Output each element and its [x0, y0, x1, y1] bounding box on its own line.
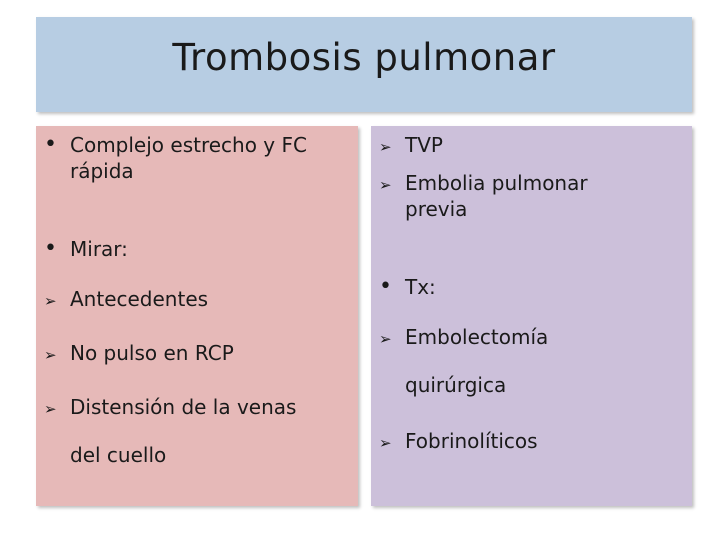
- item-text: Embolia pulmonar: [405, 171, 588, 195]
- arrow-bullet-icon: ➢: [44, 292, 57, 310]
- list-item: ➢ Distensión de la venas del cuello: [44, 394, 354, 468]
- item-text-cont: del cuello: [70, 443, 167, 467]
- bullet-icon: •: [44, 132, 57, 157]
- arrow-bullet-icon: ➢: [379, 138, 392, 156]
- list-item: • Tx:: [379, 274, 436, 300]
- item-text: No pulso en RCP: [70, 341, 234, 365]
- bullet-icon: •: [44, 236, 57, 261]
- title-box: Trombosis pulmonar: [36, 17, 692, 112]
- list-item: ➢ Embolia pulmonar previa: [379, 170, 684, 222]
- arrow-bullet-icon: ➢: [44, 400, 57, 418]
- list-item: ➢ Embolectomía quirúrgica: [379, 324, 684, 398]
- left-panel: • Complejo estrecho y FC rápida • Mirar:…: [36, 126, 358, 506]
- arrow-bullet-icon: ➢: [379, 330, 392, 348]
- item-text: Distensión de la venas: [70, 395, 297, 419]
- item-text: Antecedentes: [70, 287, 209, 311]
- item-text: Embolectomía: [405, 325, 549, 349]
- arrow-bullet-icon: ➢: [379, 176, 392, 194]
- item-text: Tx:: [405, 275, 436, 299]
- item-text-cont: rápida: [70, 159, 134, 183]
- arrow-bullet-icon: ➢: [379, 434, 392, 452]
- right-panel: ➢ TVP ➢ Embolia pulmonar previa • Tx: ➢ …: [371, 126, 692, 506]
- slide-title: Trombosis pulmonar: [172, 36, 556, 79]
- arrow-bullet-icon: ➢: [44, 346, 57, 364]
- item-text: Mirar:: [70, 237, 128, 261]
- item-text: TVP: [405, 133, 443, 157]
- list-item: • Complejo estrecho y FC rápida: [44, 132, 354, 184]
- list-item: ➢ No pulso en RCP: [44, 340, 234, 366]
- list-item: • Mirar:: [44, 236, 128, 262]
- list-item: ➢ TVP: [379, 132, 443, 158]
- item-text: Fobrinolíticos: [405, 429, 538, 453]
- item-text: Complejo estrecho y FC: [70, 133, 307, 157]
- item-text-cont: quirúrgica: [405, 373, 507, 397]
- bullet-icon: •: [379, 274, 392, 299]
- item-text-cont: previa: [405, 197, 468, 221]
- list-item: ➢ Antecedentes: [44, 286, 208, 312]
- list-item: ➢ Fobrinolíticos: [379, 428, 538, 454]
